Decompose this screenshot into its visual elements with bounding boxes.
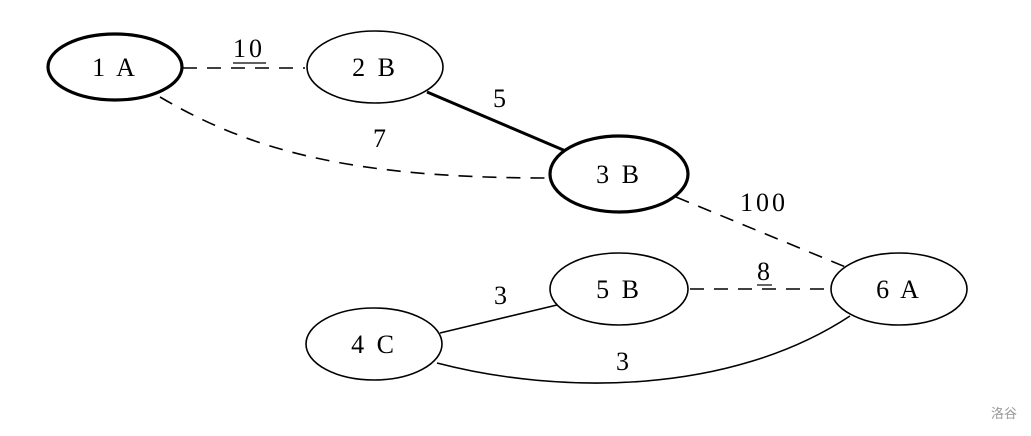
watermark: 洛谷 xyxy=(990,407,1017,422)
edge-label-4-6: 3 xyxy=(616,347,632,376)
edge-label-1-3: 7 xyxy=(373,124,389,153)
node-3-label: 3 B xyxy=(596,160,642,189)
node-3: 3 B xyxy=(548,134,690,214)
node-4-label: 4 C xyxy=(351,330,397,359)
node-6: 6 A xyxy=(830,252,968,326)
edge-label-3-6: 100 xyxy=(740,188,788,217)
edge-1-3 xyxy=(159,96,548,179)
node-4: 4 C xyxy=(305,307,443,381)
node-6-label: 6 A xyxy=(876,275,922,304)
node-5-label: 5 B xyxy=(596,275,642,304)
edge-3-6 xyxy=(675,196,849,269)
node-1-label: 1 A xyxy=(92,53,138,82)
edge-label-2-3: 5 xyxy=(493,84,509,113)
node-2: 2 B xyxy=(306,30,444,104)
edge-2-3 xyxy=(426,90,569,154)
edge-label-5-6: 8 xyxy=(757,257,773,286)
edge-4-6 xyxy=(436,315,851,384)
nodes: 1 A 2 B 3 B 4 C 5 B 6 A xyxy=(46,30,968,381)
node-5: 5 B xyxy=(549,252,689,326)
edge-4-5 xyxy=(439,304,558,334)
edge-label-4-5: 3 xyxy=(494,281,510,310)
edge-label-1-2: 10 xyxy=(233,34,265,63)
edge-labels: 10 7 5 100 8 3 3 xyxy=(233,34,788,376)
node-1: 1 A xyxy=(46,32,184,102)
node-2-label: 2 B xyxy=(352,53,398,82)
edges xyxy=(159,67,851,384)
